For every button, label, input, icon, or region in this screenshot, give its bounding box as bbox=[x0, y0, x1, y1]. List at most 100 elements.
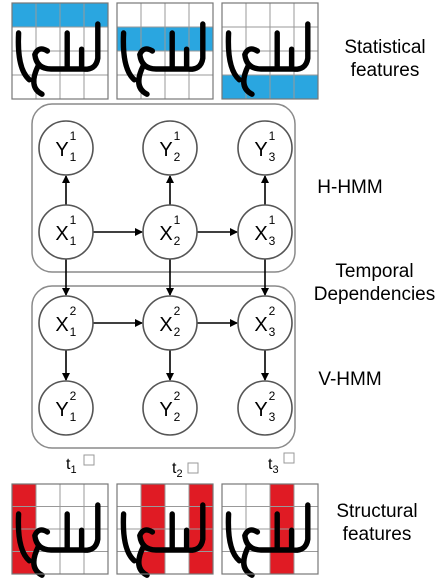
node-variable: Y bbox=[159, 399, 172, 421]
node-superscript: 1 bbox=[174, 213, 181, 227]
node-superscript: 1 bbox=[174, 129, 181, 143]
node-subscript: 2 bbox=[174, 234, 181, 248]
structural-thumbnail-1 bbox=[11, 483, 109, 578]
node-subscript: 1 bbox=[70, 150, 77, 164]
time-label-1: t1 bbox=[66, 456, 77, 476]
node-circle bbox=[237, 295, 293, 351]
node-variable: Y bbox=[254, 399, 267, 421]
node-circle bbox=[38, 295, 94, 351]
arabic-word-glyph bbox=[120, 502, 206, 578]
node-superscript: 2 bbox=[174, 304, 181, 318]
structural-label-line-2: features bbox=[342, 524, 412, 545]
node-subscript: 3 bbox=[269, 325, 276, 339]
time-label-sub: 2 bbox=[176, 468, 183, 481]
statistical-thumbnail-3 bbox=[221, 2, 319, 100]
node-superscript: 2 bbox=[269, 389, 276, 403]
node-subscript: 1 bbox=[70, 325, 77, 339]
node-variable: Y bbox=[55, 399, 68, 421]
time-step-square bbox=[283, 452, 295, 464]
node-variable: Y bbox=[159, 139, 172, 161]
statistical-feature-thumbnails bbox=[11, 2, 319, 100]
node-subscript: 1 bbox=[70, 410, 77, 424]
node-variable: X bbox=[55, 223, 68, 245]
node-circle bbox=[142, 380, 198, 436]
node-circle bbox=[142, 204, 198, 260]
v-hmm-group-box bbox=[31, 285, 296, 449]
node-subscript: 2 bbox=[174, 410, 181, 424]
node-subscript: 2 bbox=[174, 150, 181, 164]
node-circle bbox=[38, 204, 94, 260]
node-variable: X bbox=[55, 314, 68, 336]
time-label-base: t bbox=[66, 456, 71, 473]
temporal-label-line-2: Dependencies bbox=[313, 284, 436, 305]
node-circle bbox=[142, 120, 198, 176]
time-step-square bbox=[83, 454, 95, 466]
statistical-label-line-2: features bbox=[350, 60, 420, 81]
dependency-edges bbox=[62, 175, 269, 381]
node-circle bbox=[237, 380, 293, 436]
structural-label-line-1: Structural bbox=[336, 501, 418, 522]
h-hmm-label: H-HMM bbox=[317, 177, 383, 198]
node-subscript: 3 bbox=[269, 410, 276, 424]
node-variable: X bbox=[159, 223, 172, 245]
node-variable: Y bbox=[55, 139, 68, 161]
structural-thumbnail-3 bbox=[221, 483, 319, 578]
node-superscript: 1 bbox=[269, 129, 276, 143]
arabic-word-glyph bbox=[15, 21, 101, 97]
arabic-word-glyph bbox=[15, 502, 101, 578]
structural-features-label: Structural features bbox=[322, 500, 432, 546]
time-label-2: t2 bbox=[172, 460, 183, 480]
time-step-square bbox=[187, 462, 199, 474]
node-circle bbox=[38, 120, 94, 176]
structural-feature-thumbnails bbox=[11, 483, 319, 578]
statistical-thumbnail-2 bbox=[116, 2, 214, 100]
node-variable: X bbox=[254, 314, 267, 336]
time-label-sub: 3 bbox=[272, 464, 279, 477]
node-superscript: 1 bbox=[70, 213, 77, 227]
time-label-3: t3 bbox=[268, 456, 279, 476]
node-circle bbox=[38, 380, 94, 436]
structural-thumbnail-2 bbox=[116, 483, 214, 578]
arabic-word-glyph bbox=[225, 21, 311, 97]
h-hmm-group-box bbox=[31, 103, 296, 273]
node-subscript: 2 bbox=[174, 325, 181, 339]
arabic-word-glyph bbox=[120, 21, 206, 97]
node-circle bbox=[237, 204, 293, 260]
v-hmm-label: V-HMM bbox=[318, 369, 382, 390]
node-variable: X bbox=[159, 314, 172, 336]
node-subscript: 3 bbox=[269, 234, 276, 248]
node-superscript: 1 bbox=[70, 129, 77, 143]
time-step-markers bbox=[83, 452, 295, 474]
time-label-sub: 1 bbox=[70, 464, 77, 477]
node-variable: X bbox=[254, 223, 267, 245]
node-variable: Y bbox=[254, 139, 267, 161]
statistical-features-label: Statistical features bbox=[330, 36, 440, 82]
node-subscript: 3 bbox=[269, 150, 276, 164]
node-superscript: 2 bbox=[70, 304, 77, 318]
node-circle bbox=[142, 295, 198, 351]
temporal-dependencies-label: Temporal Dependencies bbox=[302, 260, 447, 306]
time-label-base: t bbox=[268, 456, 273, 473]
arabic-word-glyph bbox=[225, 502, 311, 578]
statistical-thumbnail-1 bbox=[11, 2, 109, 100]
node-superscript: 2 bbox=[174, 389, 181, 403]
time-label-base: t bbox=[172, 460, 177, 477]
node-superscript: 2 bbox=[70, 389, 77, 403]
node-subscript: 1 bbox=[70, 234, 77, 248]
node-superscript: 1 bbox=[269, 213, 276, 227]
node-circle bbox=[237, 120, 293, 176]
temporal-label-line-1: Temporal bbox=[335, 261, 414, 282]
